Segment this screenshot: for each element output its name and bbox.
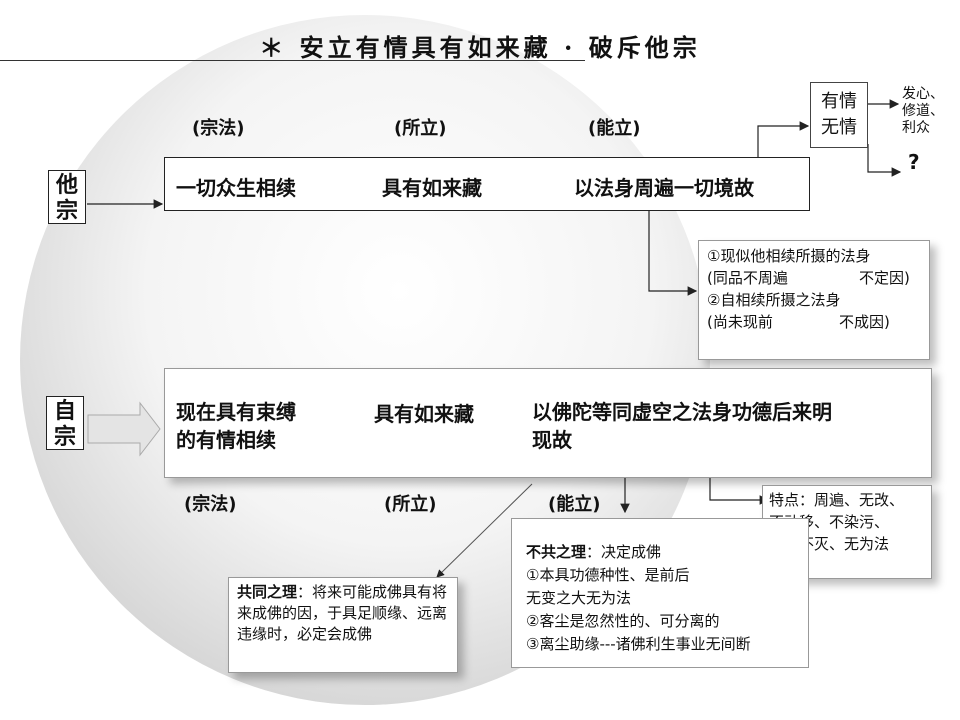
arrow-to-question (867, 144, 902, 177)
unique-line-1: ：决定成佛 (586, 543, 662, 561)
fault-line-1: ①现似他相续所摄的法身 (707, 247, 871, 265)
fault-line-3: 不定因) (859, 269, 910, 287)
nonsentient-question: ? (908, 150, 920, 174)
fault-line-5: (尚未现前 (707, 313, 773, 331)
fault-line-2: (同品不周遍 (707, 269, 788, 287)
unique-line-5: ③离尘助缘---诸佛利生事业无间断 (526, 635, 751, 653)
unique-line-4: ②客尘是忽然性的、可分离的 (526, 612, 720, 630)
own-reason-label: (能立) (548, 494, 601, 515)
unique-reason-title: 不共之理 (526, 543, 587, 561)
unique-line-2: ①本具功德种性、是前后 (526, 566, 690, 584)
own-subject-label: (宗法) (184, 494, 237, 515)
sentient-result: 发心、 修道、 利众 (902, 86, 944, 136)
other-school-label: 他 宗 (48, 170, 86, 224)
title-underline (0, 60, 585, 61)
other-reason: 以法身周遍一切境故 (574, 176, 754, 200)
other-predicate: 具有如来藏 (382, 176, 482, 200)
page-title: ＊ 安立有情具有如来藏 · 破斥他宗 (259, 33, 701, 62)
other-reason-label: (能立) (588, 118, 641, 139)
common-reason-box: 共同之理：将来可能成佛具有将来成佛的因，于具足顺缘、远离违缘时，必定会成佛 (228, 577, 458, 673)
own-predicate: 具有如来藏 (374, 402, 474, 426)
other-subject: 一切众生相续 (176, 176, 296, 200)
unique-line-3: 无变之大无为法 (526, 589, 632, 607)
own-reason: 以佛陀等同虚空之法身功德后来明 现故 (532, 400, 832, 452)
unique-reason-box: 不共之理：决定成佛 ①本具功德种性、是前后 无变之大无为法 ②客尘是忽然性的、可… (511, 518, 809, 668)
other-subject-label: (宗法) (192, 118, 245, 139)
own-predicate-label: (所立) (384, 494, 437, 515)
common-reason-title: 共同之理 (237, 583, 298, 601)
own-thesis-box (164, 368, 932, 478)
own-school-label: 自 宗 (46, 396, 84, 450)
other-predicate-label: (所立) (394, 118, 447, 139)
fault-line-6: 不成因) (839, 313, 890, 331)
sentient-nonsentient-box: 有情 无情 (810, 82, 868, 148)
other-thesis-box (164, 157, 810, 211)
common-reason-text: ：将来可能成佛具有将来成佛的因，于具足顺缘、远离违缘时，必定会成佛 (237, 583, 448, 643)
fault-line-4: ②自相续所摄之法身 (707, 291, 841, 309)
own-subject: 现在具有束缚 的有情相续 (176, 400, 296, 452)
fault-box: ①现似他相续所摄的法身 (同品不周遍 不定因) ②自相续所摄之法身 (尚未现前 不成… (698, 240, 930, 360)
